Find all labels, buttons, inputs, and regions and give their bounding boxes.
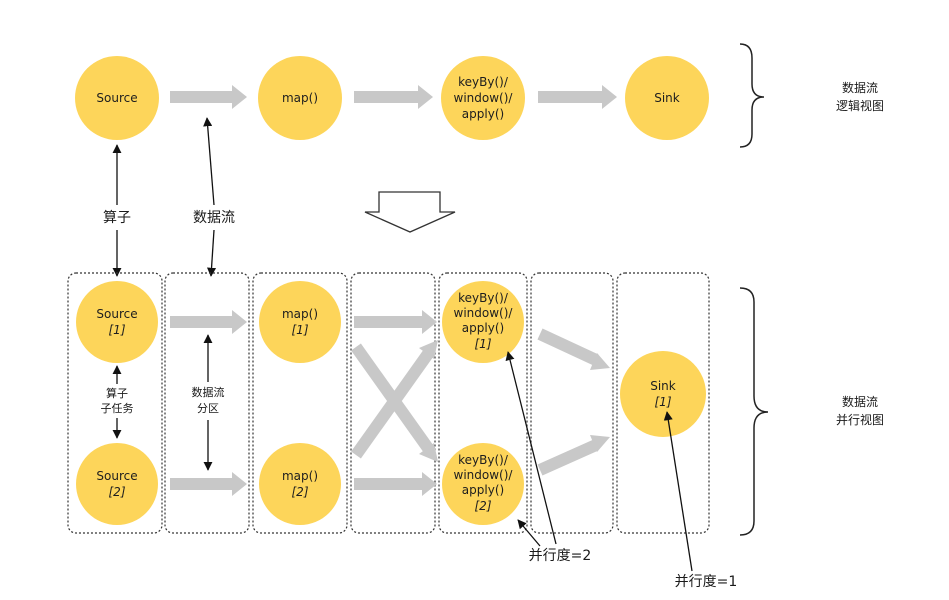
stream-pointer-down — [206, 229, 217, 277]
source-2-index: [2] — [109, 485, 126, 499]
parallelism-2-pointer-top — [505, 351, 557, 545]
map-1-node — [259, 281, 341, 363]
subtask-label-line-2: 子任务 — [101, 402, 134, 415]
map-2-index: [2] — [292, 485, 309, 499]
map-1-index: [1] — [292, 323, 309, 337]
keyby-node-line-1: keyBy()/ — [458, 75, 509, 89]
keyby-node — [441, 56, 525, 140]
operator-column-keyby — [438, 272, 528, 534]
logical-view-label-line-1: 数据流 — [842, 80, 878, 95]
stream-column-2 — [350, 272, 436, 534]
stream-column-3 — [530, 272, 614, 534]
map-node — [258, 56, 342, 140]
source-2-node — [76, 443, 158, 525]
flow-arrow — [354, 472, 437, 496]
parallelism-2-pointer-bottom — [517, 519, 541, 547]
flow-arrow — [354, 85, 433, 109]
sink-node-label: Sink — [654, 91, 680, 105]
flow-arrow-to-sink-bottom — [537, 439, 599, 476]
keyby-2-line-3: apply() — [462, 483, 504, 497]
map-2-node — [259, 443, 341, 525]
source-1-node — [76, 281, 158, 363]
source-2-label: Source — [96, 469, 137, 483]
source-node-label: Source — [96, 91, 137, 105]
flow-arrowhead-to-sink-top — [590, 353, 610, 370]
partition-label-line-1: 数据流 — [192, 385, 225, 399]
operator-label: 算子 — [103, 210, 131, 226]
keyby-1-index: [1] — [475, 337, 492, 351]
map-1-label: map() — [282, 307, 318, 321]
sink-node — [625, 56, 709, 140]
flow-arrow — [170, 310, 247, 334]
keyby-2-node — [442, 443, 524, 525]
source-1-label: Source — [96, 307, 137, 321]
keyby-2-line-2: window()/ — [454, 468, 514, 482]
flow-arrowhead-to-sink-bottom — [590, 435, 610, 452]
source-1-index: [1] — [109, 323, 126, 337]
cross-flow-arrowhead-down — [419, 443, 438, 462]
logical-view: Source map() keyBy()/ window()/ apply() … — [75, 43, 884, 148]
partition-label-line-2: 分区 — [197, 402, 219, 415]
sink-1-index: [1] — [655, 395, 672, 409]
keyby-2-index: [2] — [475, 499, 492, 513]
operator-column-sink — [616, 272, 710, 534]
parallelism-1-pointer — [663, 411, 693, 572]
cross-flow-arrowhead-up — [419, 340, 438, 359]
keyby-1-node — [442, 281, 524, 363]
sink-1-label: Sink — [650, 379, 676, 393]
subtask-label-line-1: 算子 — [106, 386, 128, 400]
middle-annotations: 算子 数据流 — [103, 117, 456, 277]
map-node-label: map() — [282, 91, 318, 105]
logical-view-label-line-2: 逻辑视图 — [836, 98, 884, 113]
map-2-label: map() — [282, 469, 318, 483]
keyby-node-line-2: window()/ — [454, 91, 514, 105]
keyby-2-line-1: keyBy()/ — [458, 453, 509, 467]
flow-arrow-to-sink-top — [537, 328, 599, 366]
keyby-1-line-2: window()/ — [454, 306, 514, 320]
source-node — [75, 56, 159, 140]
keyby-node-line-3: apply() — [462, 107, 504, 121]
operator-column-source — [67, 272, 163, 534]
stream-label: 数据流 — [193, 210, 235, 226]
parallelism-1-label: 并行度=1 — [675, 574, 738, 590]
keyby-1-line-1: keyBy()/ — [458, 291, 509, 305]
parallelism-2-label: 并行度=2 — [529, 548, 592, 564]
flow-arrow — [538, 85, 617, 109]
parallel-view-label-line-1: 数据流 — [842, 394, 878, 409]
keyby-1-line-3: apply() — [462, 321, 504, 335]
stream-pointer-up — [203, 117, 215, 206]
logical-view-brace — [739, 43, 765, 148]
stream-column-1 — [164, 272, 250, 534]
parallel-view-label-line-2: 并行视图 — [836, 412, 884, 427]
cross-flow-arrow-up — [351, 347, 435, 459]
transform-down-arrow — [364, 191, 456, 233]
flow-arrow — [170, 85, 247, 109]
sink-1-node — [620, 351, 706, 437]
operator-column-map — [252, 272, 348, 534]
parallel-view: Source [1] Source [2] map() [1] map() [2… — [67, 272, 884, 590]
flow-arrow — [170, 472, 247, 496]
parallel-view-brace — [739, 287, 769, 536]
flow-arrow — [354, 310, 437, 334]
